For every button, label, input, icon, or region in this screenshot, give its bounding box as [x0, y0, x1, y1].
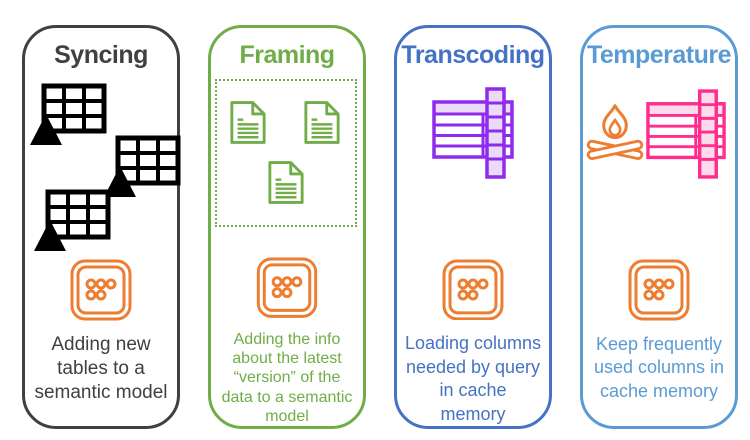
- panel-caption-transcoding: Loading columns needed by query in cache…: [404, 333, 542, 424]
- semantic-model-icon: [442, 259, 504, 320]
- table-icon: [34, 189, 111, 251]
- panel-temperature: Temperature: [580, 25, 738, 429]
- transcoding-art: [397, 73, 549, 259]
- cached-column-table-icon: [646, 89, 726, 179]
- panel-caption-syncing: Adding new tables to a semantic model: [34, 333, 168, 404]
- document-icon: [230, 100, 266, 144]
- panel-title-transcoding: Transcoding: [401, 41, 545, 69]
- panel-title-framing: Framing: [239, 41, 335, 69]
- campfire-icon: [586, 103, 644, 160]
- framing-art: [211, 73, 363, 257]
- panel-transcoding: Transcoding: [394, 25, 552, 429]
- panel-title-temperature: Temperature: [586, 41, 732, 69]
- semantic-model-icon: [70, 259, 132, 321]
- table-icon: [104, 135, 181, 197]
- cached-column-table-icon: [432, 87, 514, 179]
- panel-framing: Framing: [208, 25, 366, 429]
- temperature-art: [583, 73, 735, 259]
- four-engine-concepts-diagram: Syncing: [22, 25, 738, 429]
- dotted-frame: [215, 78, 357, 227]
- panel-title-syncing: Syncing: [54, 41, 148, 69]
- table-icon: [30, 83, 107, 145]
- panel-syncing: Syncing: [22, 25, 181, 429]
- panel-caption-temperature: Keep frequently used columns in cache me…: [593, 333, 725, 401]
- panel-caption-framing: Adding the info about the latest “versio…: [221, 331, 353, 425]
- semantic-model-icon: [256, 257, 318, 318]
- document-icon: [268, 160, 304, 204]
- document-icon: [304, 100, 340, 144]
- semantic-model-icon: [628, 259, 690, 321]
- syncing-art: [25, 73, 181, 259]
